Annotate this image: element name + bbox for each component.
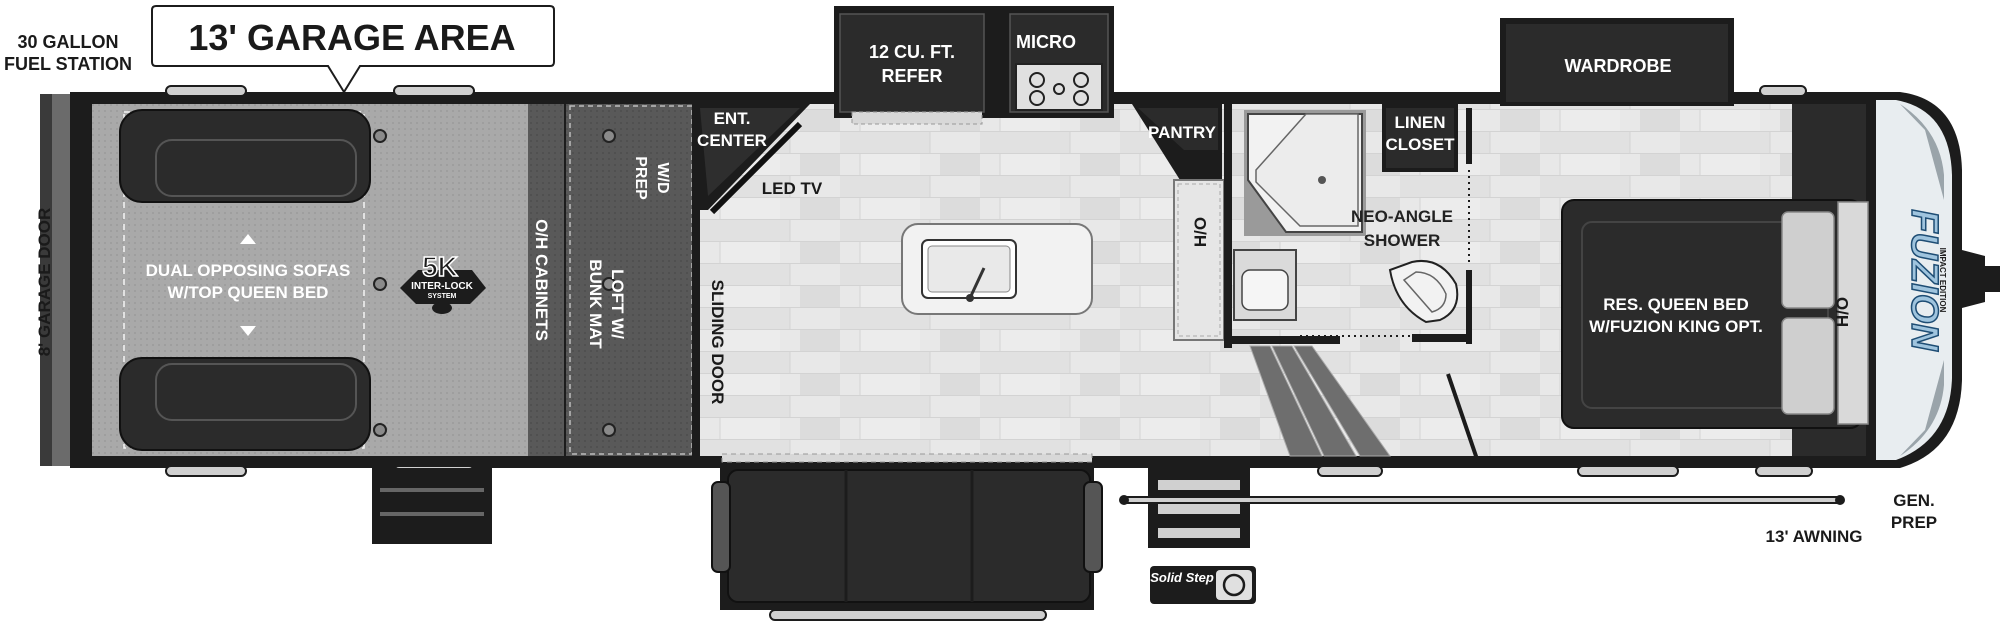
svg-text:5K: 5K — [422, 251, 458, 282]
ent-center-label: ENT. — [714, 109, 751, 128]
labels: 30 GALLON FUEL STATION 13' GARAGE AREA 8… — [4, 17, 1937, 546]
refer-label-2: REFER — [881, 66, 942, 86]
interlock-logo: 5K INTER-LOCK SYSTEM — [400, 250, 486, 314]
entertainment-center — [696, 104, 810, 215]
fuel-station-label: 30 GALLON — [17, 32, 118, 52]
svg-text:IMPACT EDITION: IMPACT EDITION — [1938, 248, 1947, 313]
refer-label: 12 CU. FT. — [869, 42, 955, 62]
sliding-door-label: SLIDING DOOR — [708, 280, 727, 405]
led-tv-label: LED TV — [762, 179, 823, 198]
awning — [1119, 495, 1845, 505]
stairs — [1249, 345, 1391, 457]
shower-label-2: SHOWER — [1364, 231, 1441, 250]
toilet-icon — [1388, 260, 1459, 324]
pantry-label: PANTRY — [1148, 123, 1217, 142]
sliding-door-frame — [692, 228, 698, 418]
living-sofa-slideout — [711, 453, 1103, 621]
micro-label: MICRO — [1016, 32, 1076, 52]
svg-text:FUZION: FUZION — [1903, 209, 1945, 352]
arrow-down-icon — [240, 326, 256, 336]
hutch-kitchen — [1173, 179, 1225, 341]
garage-callout — [151, 5, 555, 94]
loft-label: LOFT W/ — [608, 269, 627, 339]
bed-label-2: W/FUZION KING OPT. — [1589, 317, 1763, 336]
ho-bed-label: H/O — [1833, 297, 1852, 327]
wd-prep-label: W/D — [654, 162, 671, 193]
oh-cabinets-label: O/H CABINETS — [532, 219, 551, 341]
awning-label: 13' AWNING — [1766, 527, 1863, 546]
sofas-label: DUAL OPPOSING SOFAS — [146, 261, 351, 280]
garage-door-label: 8' GARAGE DOOR — [35, 208, 54, 357]
linen-closet-label-2: CLOSET — [1386, 135, 1456, 154]
entry-steps — [1148, 468, 1250, 548]
gen-prep-label: GEN. — [1893, 491, 1935, 510]
bedroom — [1561, 104, 1869, 456]
shower-label: NEO-ANGLE — [1351, 207, 1453, 226]
wd-prep-label-2: PREP — [632, 156, 649, 200]
loft-label-2: BUNK MAT — [586, 259, 605, 349]
arrow-up-icon — [240, 234, 256, 244]
garage-entry-step — [372, 468, 492, 544]
linen-closet-label: LINEN — [1395, 113, 1446, 132]
stove-icon — [1015, 63, 1103, 111]
ho-kitchen-label: H/O — [1191, 217, 1210, 247]
wardrobe-label: WARDROBE — [1565, 56, 1672, 76]
bed-label: RES. QUEEN BED — [1603, 295, 1748, 314]
bathroom — [1224, 104, 1480, 463]
sink-icon — [921, 239, 1017, 302]
wardrobe-slideout — [1500, 18, 1734, 106]
ent-center-label-2: CENTER — [697, 131, 767, 150]
svg-text:Solid Step: Solid Step — [1150, 570, 1214, 585]
svg-text:SYSTEM: SYSTEM — [428, 293, 457, 300]
sofas-label-2: W/TOP QUEEN BED — [168, 283, 329, 302]
gen-prep-label-2: PREP — [1891, 513, 1937, 532]
pantry — [1132, 104, 1222, 180]
svg-text:INTER-LOCK: INTER-LOCK — [411, 281, 473, 292]
garage-area-title: 13' GARAGE AREA — [188, 17, 515, 58]
solid-step-logo: Solid Step — [1150, 566, 1256, 604]
fuel-station-label-2: FUEL STATION — [4, 54, 132, 74]
brand-logo: FUZION IMPACT EDITION — [1902, 209, 1947, 353]
